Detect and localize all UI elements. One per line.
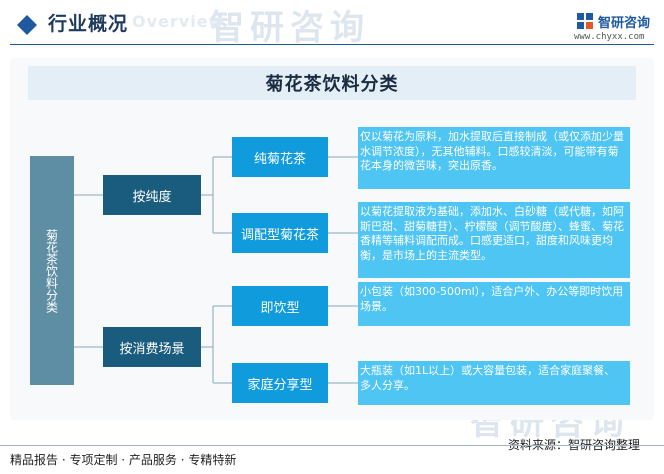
root-node: 菊花茶饮料分类 <box>30 156 74 385</box>
desc-ready-to-drink: 小包装（如300-500ml），适合户外、办公等即时饮用场景。 <box>358 282 630 326</box>
leaf-node-ready-to-drink: 即饮型 <box>232 286 328 326</box>
leaf-label: 调配型菊花茶 <box>240 227 319 243</box>
header-ghost-text: Overview <box>132 12 225 31</box>
desc-family-share: 大瓶装（如1L以上）或大容量包装，适合家庭聚餐、多人分享。 <box>358 361 630 405</box>
leaf-node-pure: 纯菊花茶 <box>232 137 328 177</box>
root-label: 菊花茶饮料分类 <box>44 228 59 313</box>
footer-divider <box>0 445 664 446</box>
header-divider <box>10 44 654 45</box>
leaf-label: 即饮型 <box>260 300 300 316</box>
branch-node-scene: 按消费场景 <box>103 327 201 367</box>
branch-label: 按消费场景 <box>119 341 185 357</box>
footer-tagline: 精品报告 · 专项定制 · 产品服务 · 专精特新 <box>10 453 237 467</box>
leaf-node-blended: 调配型菊花茶 <box>232 213 328 253</box>
diamond-icon <box>17 15 37 35</box>
page-title: 行业概况 <box>48 13 129 35</box>
leaf-label: 纯菊花茶 <box>253 151 306 167</box>
branch-label: 按纯度 <box>132 189 172 205</box>
leaf-label: 家庭分享型 <box>247 377 313 393</box>
logo-icon <box>577 13 593 29</box>
logo-name: 智研咨询 <box>598 16 651 31</box>
watermark: 智研咨询 <box>210 8 370 48</box>
leaf-node-family-share: 家庭分享型 <box>232 363 328 403</box>
desc-blended: 以菊花提取液为基础，添加水、白砂糖（或代糖，如阿斯巴甜、甜菊糖苷）、柠檬酸（调节… <box>358 202 630 278</box>
branch-node-purity: 按纯度 <box>103 175 201 215</box>
diagram-title: 菊花茶饮料分类 <box>28 66 636 100</box>
logo-url: www.chyxx.com <box>574 32 645 42</box>
desc-pure: 仅以菊花为原料，加水提取后直接制成（或仅添加少量水调节浓度），无其他辅料。口感较… <box>358 127 630 189</box>
